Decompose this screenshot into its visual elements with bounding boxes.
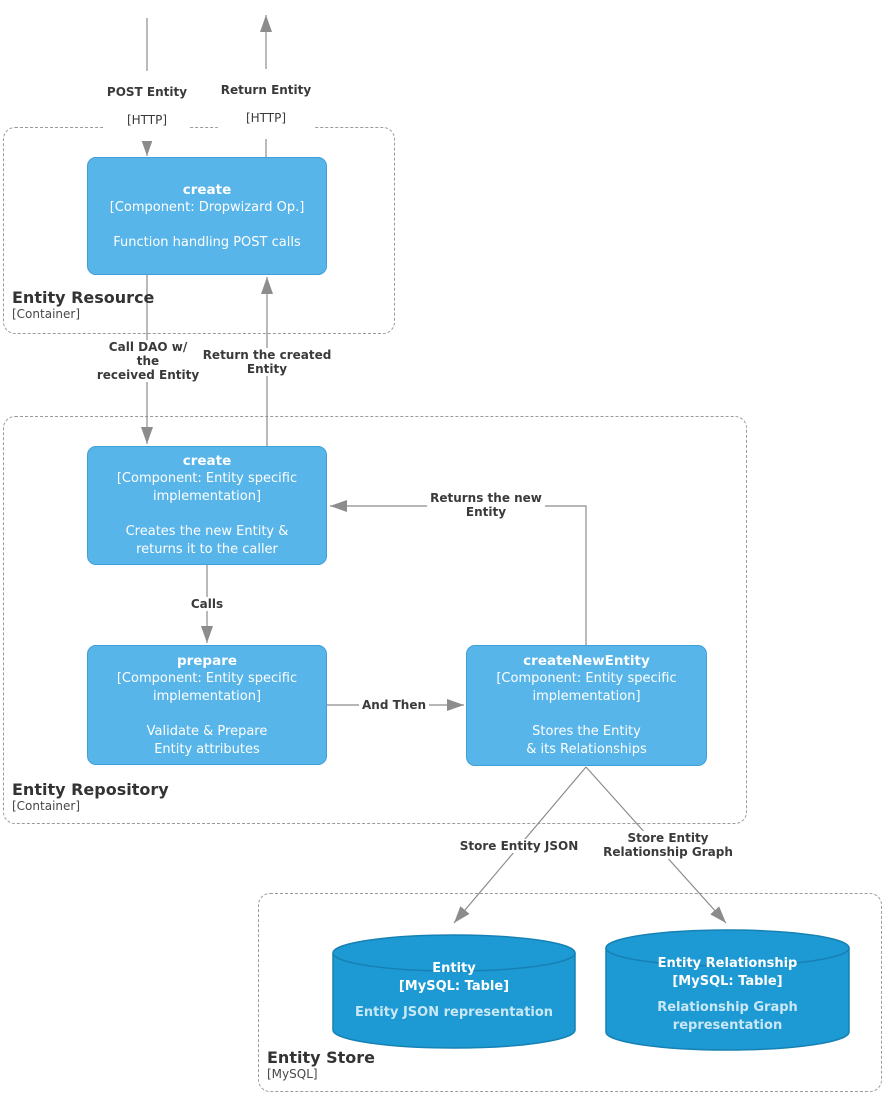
label-return-created: Return the created Entity bbox=[199, 348, 335, 376]
entity-relationship-table-meta: [MySQL: Table] bbox=[672, 973, 783, 989]
label-calls: Calls bbox=[187, 597, 227, 611]
label-call-dao: Call DAO w/ the received Entity bbox=[93, 340, 203, 382]
label-return-entity-protocol: [HTTP] bbox=[245, 111, 287, 125]
container-entity-repository bbox=[3, 416, 747, 824]
entity-relationship-cylinder-body bbox=[605, 948, 850, 1051]
container-entity-store bbox=[258, 893, 882, 1092]
component-create-repo-desc: Creates the new Entity & returns it to t… bbox=[125, 524, 289, 557]
component-prepare-meta: [Component: Entity specific implementati… bbox=[116, 670, 298, 704]
label-returns-new-entity: Returns the new Entity bbox=[427, 491, 545, 519]
entity-table-meta: [MySQL: Table] bbox=[398, 978, 510, 994]
entity-resource-label: Entity Resource [Container] bbox=[12, 288, 155, 322]
component-create-new-entity-meta: [Component: Entity specific implementati… bbox=[496, 671, 677, 704]
component-create-repo: create [Component: Entity specific imple… bbox=[87, 446, 327, 565]
label-store-relationship-graph: Store Entity Relationship Graph bbox=[600, 831, 736, 859]
component-prepare: prepare [Component: Entity specific impl… bbox=[87, 645, 327, 765]
entity-table-text: Entity [MySQL: Table] Entity JSON repres… bbox=[343, 960, 565, 1022]
component-create-repo-title: create bbox=[182, 453, 232, 469]
label-and-then: And Then bbox=[358, 698, 430, 712]
component-prepare-title: prepare bbox=[176, 652, 238, 669]
entity-store-label: Entity Store [MySQL] bbox=[267, 1048, 376, 1082]
label-return-entity: Return Entity [HTTP] bbox=[217, 69, 315, 139]
label-post-entity-name: POST Entity bbox=[106, 85, 188, 99]
entity-resource-title: Entity Resource bbox=[12, 288, 155, 307]
component-create-resource-title: create bbox=[182, 181, 232, 198]
entity-resource-subtitle: [Container] bbox=[12, 307, 81, 321]
entity-relationship-table-desc: Relationship Graph representation bbox=[657, 1000, 798, 1033]
component-create-new-entity-title: createNewEntity bbox=[523, 653, 650, 669]
component-create-resource: create [Component: Dropwizard Op.] Funct… bbox=[87, 157, 327, 275]
component-create-repo-meta: [Component: Entity specific implementati… bbox=[116, 471, 298, 504]
entity-table-desc: Entity JSON representation bbox=[354, 1005, 554, 1020]
entity-relationship-cylinder-top bbox=[605, 929, 850, 967]
entity-store-subtitle: [MySQL] bbox=[267, 1067, 318, 1081]
entity-table-title: Entity bbox=[432, 961, 476, 976]
entity-relationship-table-text: Entity Relationship [MySQL: Table] Relat… bbox=[616, 955, 839, 1034]
component-create-resource-meta: [Component: Dropwizard Op.] bbox=[109, 199, 305, 215]
entity-repository-title: Entity Repository bbox=[12, 780, 169, 799]
entity-store-title: Entity Store bbox=[267, 1048, 376, 1067]
entity-table-cylinder-top bbox=[332, 934, 576, 972]
component-prepare-desc: Validate & Prepare Entity attributes bbox=[146, 723, 268, 757]
entity-relationship-table-title: Entity Relationship bbox=[657, 956, 798, 971]
label-store-entity-json: Store Entity JSON bbox=[456, 839, 582, 853]
entity-table-cylinder-body bbox=[332, 953, 576, 1049]
label-return-entity-name: Return Entity bbox=[220, 83, 312, 97]
entity-repository-label: Entity Repository [Container] bbox=[12, 780, 169, 814]
component-create-new-entity-desc: Stores the Entity & its Relationships bbox=[526, 724, 647, 757]
component-create-new-entity: createNewEntity [Component: Entity speci… bbox=[466, 645, 707, 766]
entity-repository-subtitle: [Container] bbox=[12, 799, 81, 813]
arrow-returns-new-entity bbox=[330, 500, 587, 645]
container-entity-resource bbox=[3, 127, 395, 334]
label-post-entity: POST Entity [HTTP] bbox=[103, 71, 191, 141]
label-post-entity-protocol: [HTTP] bbox=[126, 113, 168, 127]
component-create-resource-desc: Function handling POST calls bbox=[113, 234, 301, 250]
